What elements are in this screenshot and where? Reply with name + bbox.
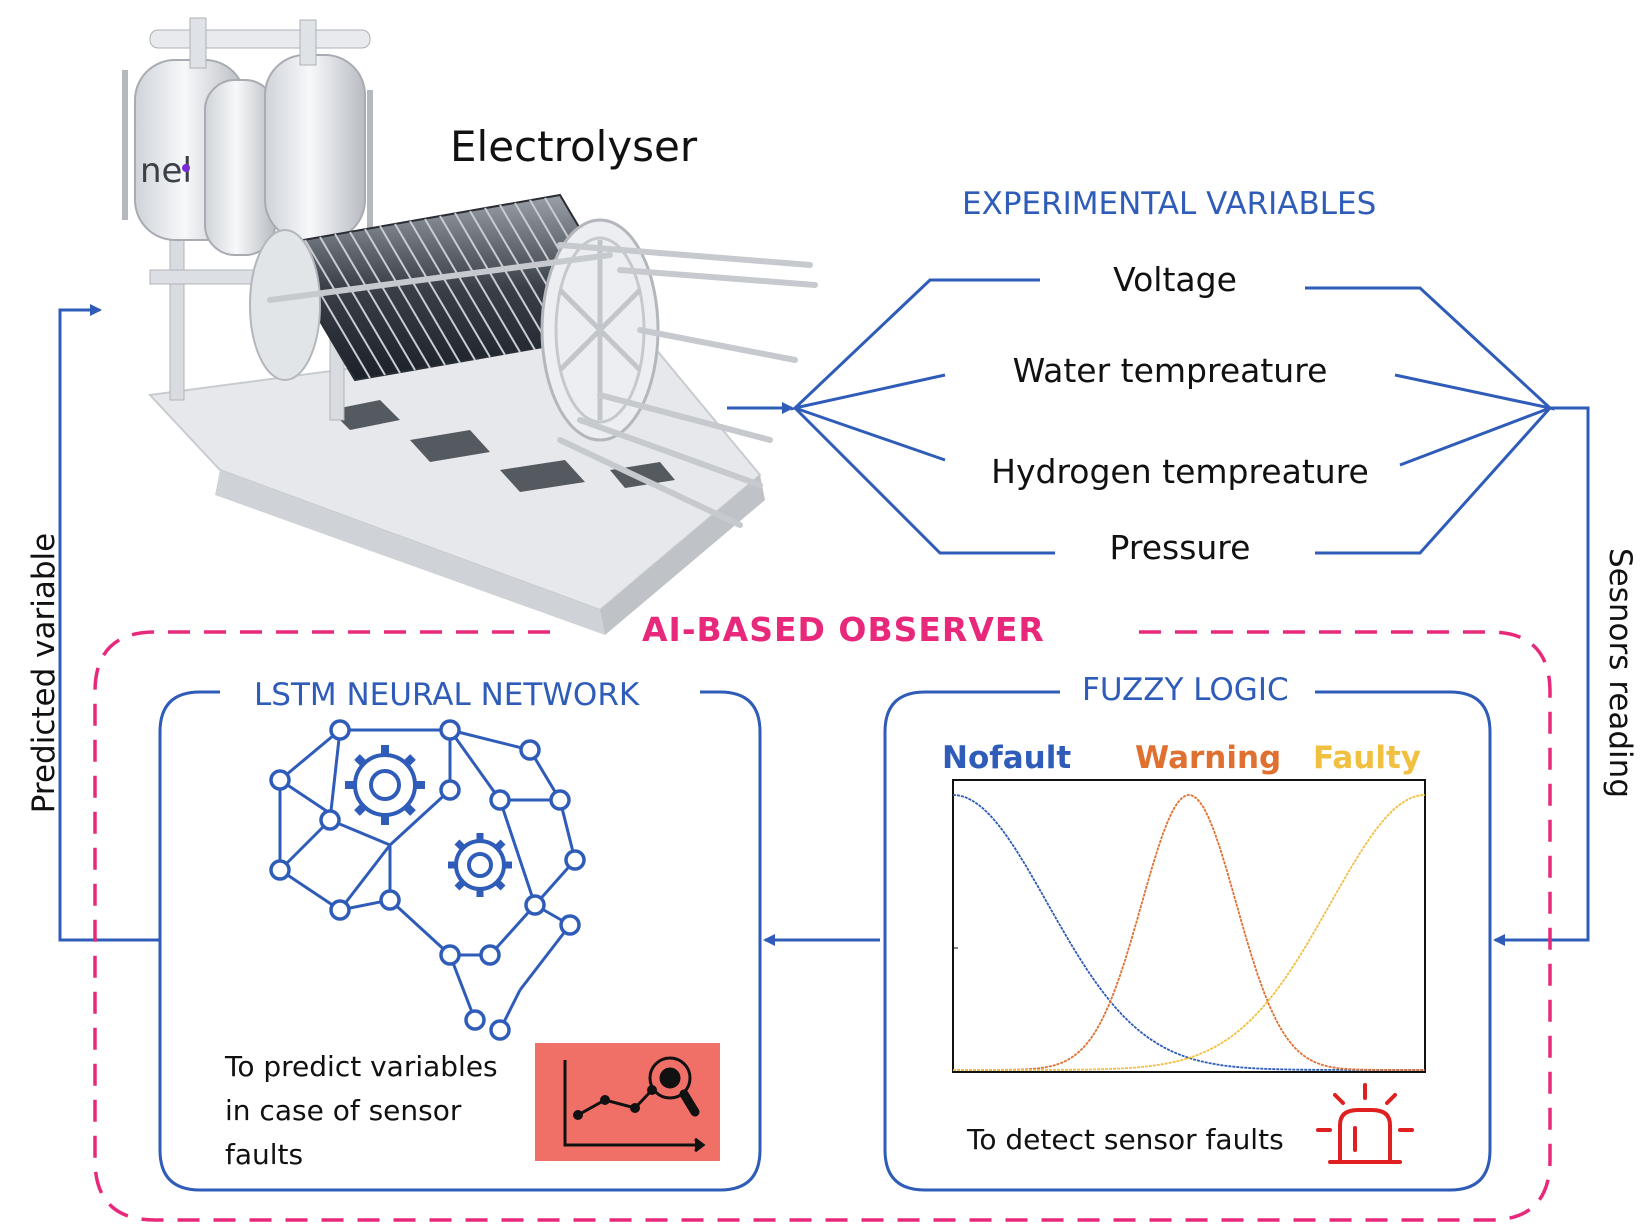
- ai-observer-title: AI-BASED OBSERVER: [642, 610, 1045, 649]
- variable-pressure: Pressure: [1109, 528, 1251, 567]
- label-warning: Warning: [1135, 740, 1282, 776]
- chart-magnifier-icon: [535, 1043, 720, 1161]
- gear-icon: [345, 745, 425, 825]
- lstm-title: LSTM NEURAL NETWORK: [254, 677, 640, 713]
- experimental-variables-heading: EXPERIMENTAL VARIABLES: [962, 186, 1377, 222]
- brain-network-icon: [269, 719, 586, 1041]
- predicted-variable-label: Predicted variable: [26, 532, 62, 814]
- flow-connectors: [58, 278, 1590, 946]
- lstm-description-line: To predict variables: [225, 1050, 498, 1083]
- lstm-description-line: in case of sensor: [225, 1094, 462, 1127]
- electrolyser-title: Electrolyser: [450, 122, 698, 171]
- fuzzy-title: FUZZY LOGIC: [1082, 672, 1289, 708]
- ai-observer-border: [93, 630, 1552, 1222]
- variable-water-temperature: Water tempreature: [1012, 351, 1328, 390]
- nofault-curve: [952, 794, 1425, 1071]
- sensors-reading-arrow: [1493, 406, 1590, 946]
- variable-voltage: Voltage: [1113, 260, 1237, 299]
- warning-curve: [953, 794, 1425, 1071]
- membership-function-chart: [952, 779, 1426, 1073]
- sensors-reading-label: Sesnors reading: [1602, 547, 1638, 798]
- fuzzy-description: To detect sensor faults: [967, 1123, 1284, 1156]
- fuzzy-box: [883, 690, 1492, 1192]
- lstm-box: [158, 690, 762, 1192]
- label-faulty: Faulty: [1313, 740, 1422, 776]
- gear-icon: [448, 833, 512, 897]
- predicted-variable-arrow: [58, 304, 160, 942]
- electrolyser-illustration: nel: [122, 17, 818, 635]
- faulty-curve: [953, 794, 1426, 1071]
- lstm-description-line: faults: [225, 1138, 304, 1171]
- lstm-description: To predict variables in case of sensor f…: [225, 1045, 498, 1177]
- variable-hydrogen-temperature: Hydrogen tempreature: [991, 452, 1369, 491]
- alarm-beacon-icon: [1316, 1083, 1414, 1164]
- brand-logo: nel: [140, 151, 192, 191]
- label-nofault: Nofault: [942, 740, 1072, 776]
